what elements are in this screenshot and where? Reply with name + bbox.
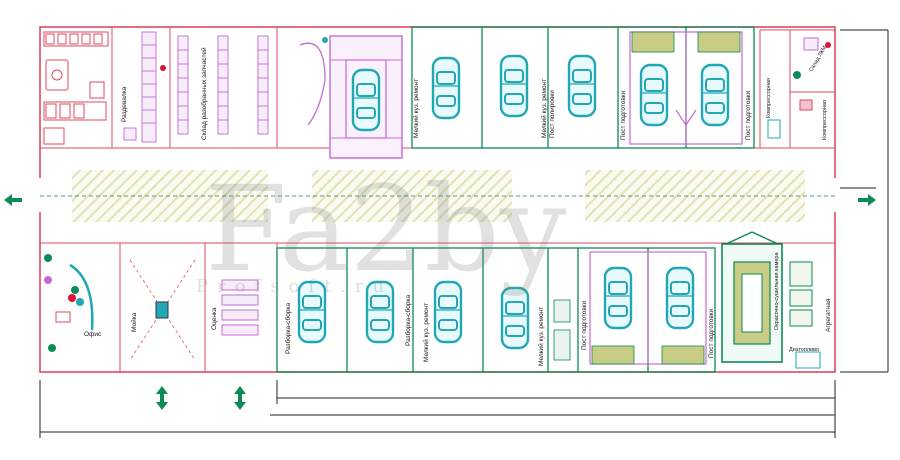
prep-post-bot2-label: Пост подготовки [708, 308, 715, 358]
minor-body-bot2-label: Мелкий куз. ремонт [537, 307, 545, 366]
prep-post-bot-frame [589, 251, 707, 365]
parts-trolleys [553, 299, 571, 361]
paint-booth-label: Окрасочно-сушильная камера [774, 252, 780, 330]
door-arrow-down-icon [156, 386, 168, 410]
person-icon [160, 65, 166, 71]
watermark-sub: Profsoft.ru [196, 276, 393, 297]
car-top-5 [700, 63, 730, 127]
car-top-1 [431, 56, 461, 120]
wash-label: Мойка [130, 312, 138, 332]
wash-bay [129, 259, 196, 361]
door-arrow-down-icon [234, 386, 246, 410]
generator-label: Агрегатная [825, 298, 832, 332]
compressor-room-label: Компрессорная [822, 100, 828, 140]
door-arrow-right-icon [858, 194, 876, 206]
prep-post-top2-label: Пост подготовки [745, 90, 752, 140]
car-bot-5 [603, 266, 633, 330]
compressor-label: Компрессорная [766, 78, 772, 118]
frame-lift-bay [299, 35, 403, 159]
car-top-3 [567, 54, 597, 118]
parts-store-label: Склад разобранных запчастей [200, 47, 208, 140]
car-top-4 [639, 63, 669, 127]
estimate-label: Оценка [211, 307, 218, 330]
office-label: Офис [84, 331, 102, 338]
office-furniture [44, 254, 94, 352]
wc-block [43, 31, 109, 145]
watermark-logo: Fa2by [205, 160, 567, 298]
car-bot-6 [665, 266, 695, 330]
car-top-2 [499, 54, 529, 118]
bottom-green-bays [276, 247, 716, 373]
door-arrow-left-icon [4, 194, 22, 206]
polish-post-label: Пост полировки [549, 90, 556, 138]
disassembly-2-label: Разборка-сборка [404, 295, 412, 346]
diesel-label: Дизтопливо [789, 347, 819, 353]
paint-booth [721, 231, 783, 363]
locker-lockers [123, 31, 157, 143]
generator-room [789, 261, 821, 369]
prep-post-top-grates [631, 31, 741, 53]
estimate-bay [221, 279, 259, 336]
prep-post-top-label: Пост подготовки [620, 90, 627, 140]
parts-store-racks [177, 35, 269, 135]
minor-body-top-label: Мелкий куз. ремонт [412, 79, 420, 138]
locker-label: Раздевалка [121, 86, 128, 122]
prep-post-bot-grates [591, 345, 705, 365]
minor-body-bot-label: Мелкий куз. ремонт [422, 303, 430, 362]
utility-rooms [759, 29, 836, 149]
dimension-lines [39, 29, 889, 438]
driveway [40, 170, 835, 222]
prep-post-top-frame [629, 31, 743, 145]
prep-post-bot-label: Пост подготовки [581, 300, 588, 350]
minor-body-top2-label: Мелкий куз. ремонт [540, 79, 548, 138]
disassembly-1-label: Разборка-сборка [284, 303, 292, 354]
